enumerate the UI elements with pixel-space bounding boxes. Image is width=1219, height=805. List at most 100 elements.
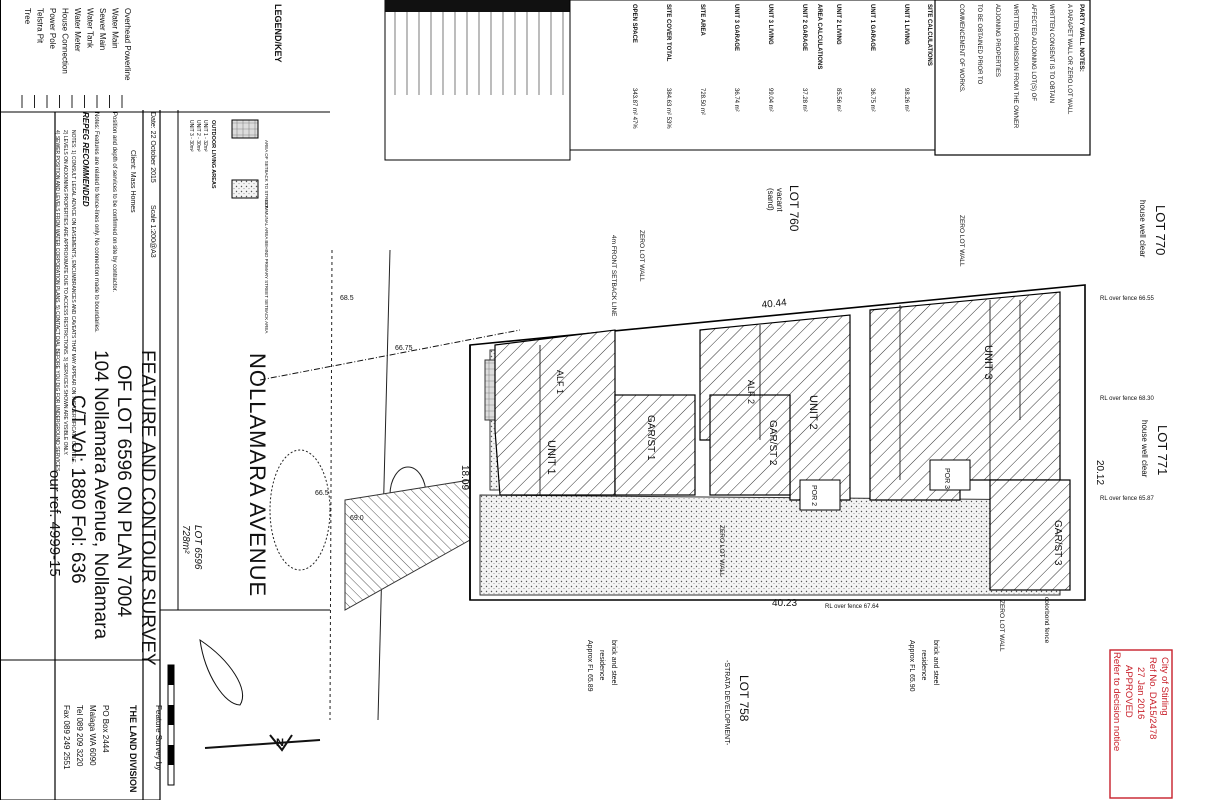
setback-key-label: AREA OF SETBACK TO STREET [264,140,269,208]
legend-item: Power Pole [48,8,57,49]
lot-758-label: LOT 758 [737,675,751,722]
approval-stamp: City of Stirling Ref No. DA15/2478 27 Ja… [1109,649,1173,799]
outdoor-line-2: UNIT 2 - 30m² [195,120,201,152]
communal-key-label: COMMUNAL AREA BEHIND PRIMARY STREET SETB… [264,200,269,333]
firm-name: THE LAND DIVISION [128,705,138,793]
area-row-label: SITE COVER TOTAL [665,4,671,62]
garage-3-footprint [989,479,1071,591]
front-setback-note: 4m FRONT SETBACK LINE [610,235,617,317]
lot-771-label: LOT 771 [1155,425,1170,475]
dim-north: 40.44 [761,297,787,311]
zero-lot-wall-note-3: ZERO LOT WALL [718,525,725,577]
lot-770-note: house well clear [1138,200,1147,258]
legend-item: House Connection [61,8,70,74]
repeg-note: REPEG RECOMMENDED [81,112,90,207]
lot-770-label: LOT 770 [1153,205,1168,255]
dimensions: 40.44 40.23 20.12 18.09 4m FRONT SETBACK… [315,215,1154,652]
zero-lot-wall-note-1: ZERO LOT WALL [638,230,645,282]
dim-south: 40.23 [772,598,797,609]
client-label: Client: Mass Homes [129,150,136,213]
area-row-label: UNIT 1 GARAGE [869,4,875,51]
area-row-value: 98.26 m² [903,88,909,112]
unit-2-label: UNIT 2 [807,395,819,430]
area-row-value: 85.56 m² [835,88,841,112]
lot-boundary [469,284,1086,601]
lot-758b-note-3: Approx FL 65.90 [908,640,915,692]
unit-3-label: UNIT 3 [982,345,994,380]
title-line-1: FEATURE AND CONTOUR SURVEY [137,350,158,666]
party-wall-line: A PARAPET WALL OR ZERO LOT WALL [1066,4,1072,115]
garage-3-label: GAR/ST 3 [1052,520,1063,566]
garage-2-footprint [709,394,791,496]
level-1: 66.5 [315,490,329,497]
table-header-bar [385,0,570,12]
footer-note-1: NOTES: 1) CONSULT LEGAL ADVICE ON EASEME… [70,130,76,464]
party-wall-line: WRITTEN PERMISSION FROM THE OWNER [1012,4,1018,129]
stamp-line-3: 27 Jan 2016 [1135,667,1146,719]
crossover [344,479,471,611]
stamp-line-4: APPROVED [1123,665,1134,718]
dim-east: 20.12 [1094,460,1105,485]
party-wall-line: ADJOINING PROPERTIES [994,4,1000,77]
area-row-value: 384.63 m² 53% [665,88,671,129]
legend-item: Water Main [111,8,120,49]
legend-heading: LEGEND/KEY [273,4,283,63]
fence-level-1: RL over fence 66.55 [1100,296,1154,302]
footer-note-2: 2) LEVELS ON ADJOINING PROPERTIES ARE AP… [62,130,68,456]
porch-2-label: POR 2 [810,485,817,506]
neighbour-lots: LOT 770 house well clear LOT 771 house w… [586,185,1170,746]
legend-item: Overhead Powerline [123,8,132,81]
colorbond-note: colorbond fence [1043,597,1050,644]
zero-lot-wall-note-2: ZERO LOT WALL [958,215,965,267]
title-line-5: our ref. 4999-15 [46,470,63,577]
area-row-value: 36.74 m² [733,88,739,112]
title-block-meta: Date: 22 October 2015 Scale 1:200@A3 Cli… [81,110,179,610]
area-row-label: UNIT 1 LIVING [903,4,909,45]
level-3: 69.0 [350,515,364,522]
party-wall-line: AFFECTED ADJOINING LOT(S) OF [1030,4,1036,101]
north-arrow [204,739,321,749]
street-name: NOLLAMARA AVENUE [245,353,270,597]
lot-758b-note-1: brick and steel [932,640,939,686]
area-row-value: 99.04 m² [767,88,773,112]
garage-1-label: GAR/ST 1 [645,415,656,461]
legend-item: Sewer Main [98,8,107,50]
firm-block: Feature Survey by THE LAND DIVISION PO B… [0,659,163,801]
title-block: FEATURE AND CONTOUR SURVEY OF LOT 6596 O… [46,350,330,666]
footer-notes: NOTES: 1) CONSULT LEGAL ADVICE ON EASEME… [54,130,76,473]
date-label: Date: 22 October 2015 [149,112,156,183]
unit-1-footprint [494,329,616,496]
porch-2 [799,479,841,511]
level-4: 66.75 [395,345,413,352]
party-wall-heading: PARTY WALL NOTES: [1078,4,1085,72]
lot-758-note-2: brick and steel [610,640,617,686]
lot-771-note: house well clear [1140,420,1149,478]
legend-item: Tree [23,8,32,25]
lot-6596-label-street: LOT 6596 [192,525,203,570]
alfresco-2-label: ALF 2 [746,380,756,404]
legend-item: Telstra Pit [36,8,45,44]
firm-tagline: Feature Survey by [154,705,163,770]
open-space-key: AREA OF SETBACK TO STREET COMMUNAL AREA … [188,119,269,333]
lot-760-note-2: (sand) [766,188,775,211]
area-row-label: UNIT 3 GARAGE [733,4,739,51]
key-swatch-communal [231,179,259,199]
lot-760-label: LOT 760 [787,185,801,232]
area-row-label: UNIT 2 GARAGE [801,4,807,51]
firm-tel: Tel 089 209 3220 [75,705,84,767]
dim-west: 18.09 [459,465,470,490]
lot-760-note-1: vacant [775,188,784,212]
area-row-label: UNIT 3 LIVING [767,4,773,45]
area-row-value: 36.75 m² [869,88,875,112]
title-line-3: 104 Nollamara Avenue, Nollamara [90,350,111,639]
porch-3-label: POR 3 [943,468,950,489]
scale-label: Scale 1:200@A3 [149,205,156,258]
area-row-value: 37.28 m² [801,88,807,112]
north-label: N [276,737,284,749]
fence-level-3: RL over fence 67.64 [825,604,879,610]
fence-level-2: RL over fence 65.87 [1100,496,1154,502]
unit-1-label: UNIT 1 [545,440,557,475]
